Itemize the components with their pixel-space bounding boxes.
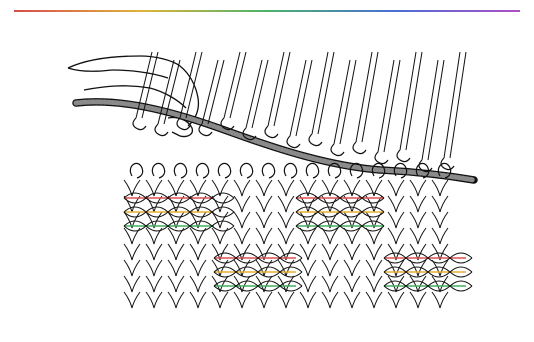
top-color-rule [14, 10, 520, 12]
